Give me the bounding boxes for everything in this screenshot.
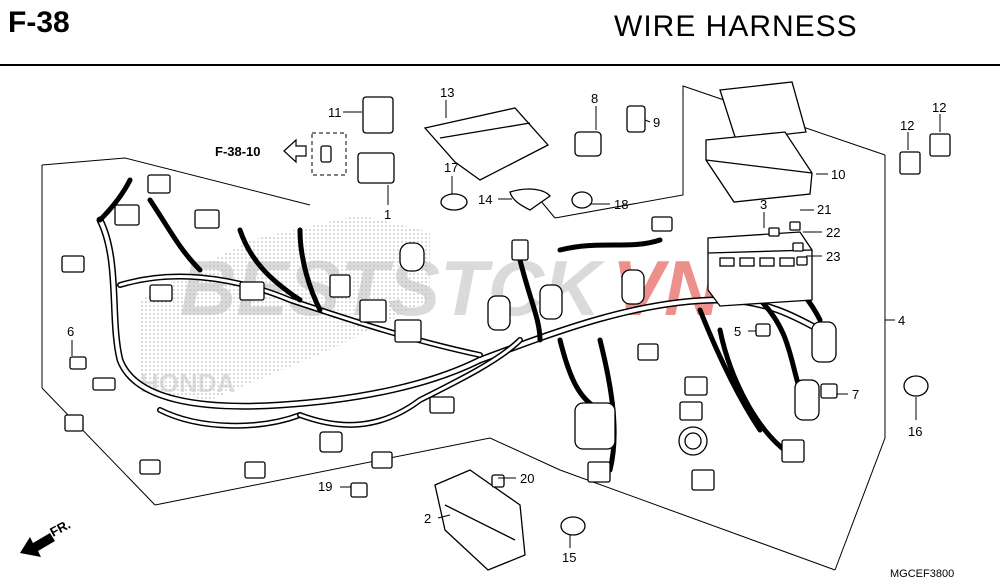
page-code: F-38 [8,6,70,39]
ecu-cover [423,107,550,181]
wire-harness-diagram: BESTSTCK VN HONDA [20,81,954,580]
callout-18: 18 [614,197,628,212]
callout-13: 13 [440,85,454,100]
callout-14: 14 [478,192,492,207]
callout-23: 23 [826,249,840,264]
callout-4: 4 [898,313,905,328]
callout-15: 15 [562,550,576,565]
fuse-box [707,231,813,307]
callout-11: 11 [328,105,342,120]
reference-arrow [283,138,307,164]
sockets [399,242,837,456]
shaded-area [140,215,430,400]
callout-9: 9 [653,115,660,130]
callout-8: 8 [591,91,598,106]
title-rule [0,64,1000,66]
callout-22: 22 [826,225,840,240]
callout-3: 3 [760,197,767,212]
leader-lines [71,100,941,548]
callout-12b: 12 [932,100,946,115]
callout-7: 7 [852,387,859,402]
callout-2: 2 [424,511,431,526]
callout-12a: 12 [900,118,914,133]
pcm-unit [434,469,526,571]
callout-21: 21 [817,202,831,217]
callout-17: 17 [444,160,458,175]
front-marker: FR. [20,517,73,557]
fuse-box-cover [705,81,813,203]
relays [357,96,951,184]
callout-5: 5 [734,324,741,339]
clips [69,105,929,536]
callout-19: 19 [318,479,332,494]
callouts: 1 2 3 4 5 6 7 8 9 10 11 12 12 13 14 15 1… [67,85,946,565]
assembly-outline [41,85,886,571]
callout-16: 16 [908,424,922,439]
reference-box [311,132,347,176]
callout-6: 6 [67,324,74,339]
callout-10: 10 [831,167,845,182]
figure-code: MGCEF3800 [890,568,954,580]
callout-20: 20 [520,471,534,486]
watermark: BESTSTCK VN HONDA [140,244,722,398]
connectors [61,174,805,491]
page-title: WIRE HARNESS [614,10,858,43]
front-arrow-icon [20,533,55,557]
callout-1: 1 [384,207,391,222]
reference-label: F-38-10 [215,144,261,159]
